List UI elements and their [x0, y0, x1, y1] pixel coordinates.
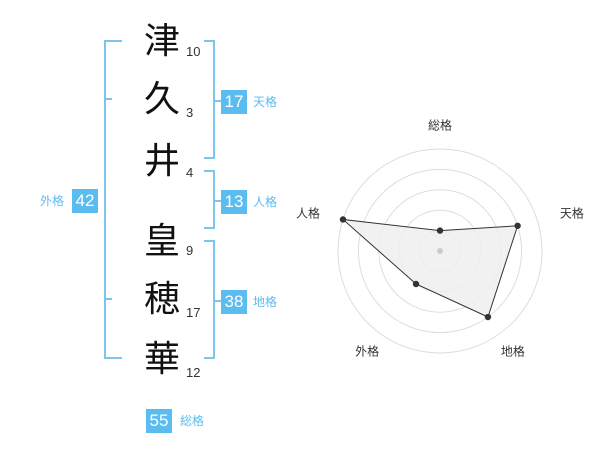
radar-axis-label-5: 人格: [296, 206, 321, 221]
chikaku-label: 地格: [253, 295, 278, 309]
radar-axis-label-3: 地格: [500, 344, 525, 359]
radar-axis-label-1: 総格: [427, 118, 453, 133]
soukaku-label: 総格: [180, 414, 205, 428]
radar-point-5: [339, 216, 347, 223]
radar-axis-label-2: 天格: [559, 206, 584, 221]
radar-point-1: [436, 227, 444, 234]
name-char-6: 華: [143, 339, 180, 380]
name-char-1: 津: [143, 21, 180, 62]
stroke-count-6: 12: [186, 365, 201, 380]
gaikaku-label: 外格: [40, 194, 65, 208]
name-char-5: 穂: [143, 279, 180, 320]
radar-grid-ring: [337, 148, 543, 354]
chikaku-badge: 38: [221, 290, 247, 314]
tenkaku-label: 天格: [253, 95, 278, 109]
name-char-4: 皇: [143, 221, 180, 262]
jinkaku-label: 人格: [253, 195, 278, 209]
jinkaku-badge: 13: [221, 190, 247, 214]
name-char-3: 井: [143, 141, 180, 182]
radar-point-2: [514, 222, 521, 229]
gaikaku-badge: 42: [72, 189, 98, 213]
radar-grid-ring: [357, 168, 523, 334]
radar-point-3: [484, 313, 492, 321]
radar-point-4: [412, 280, 420, 288]
stroke-count-2: 3: [186, 105, 194, 120]
stroke-count-1: 10: [186, 44, 201, 59]
name-char-2: 久: [143, 79, 180, 120]
stroke-count-3: 4: [186, 165, 194, 180]
radar-series-area: [341, 218, 519, 318]
radar-center-dot: [437, 248, 443, 254]
stroke-count-4: 9: [186, 243, 194, 258]
radar-axis-label-4: 外格: [355, 344, 380, 359]
stroke-count-5: 17: [186, 305, 201, 320]
tenkaku-badge: 17: [221, 90, 247, 114]
soukaku-badge: 55: [146, 409, 172, 433]
